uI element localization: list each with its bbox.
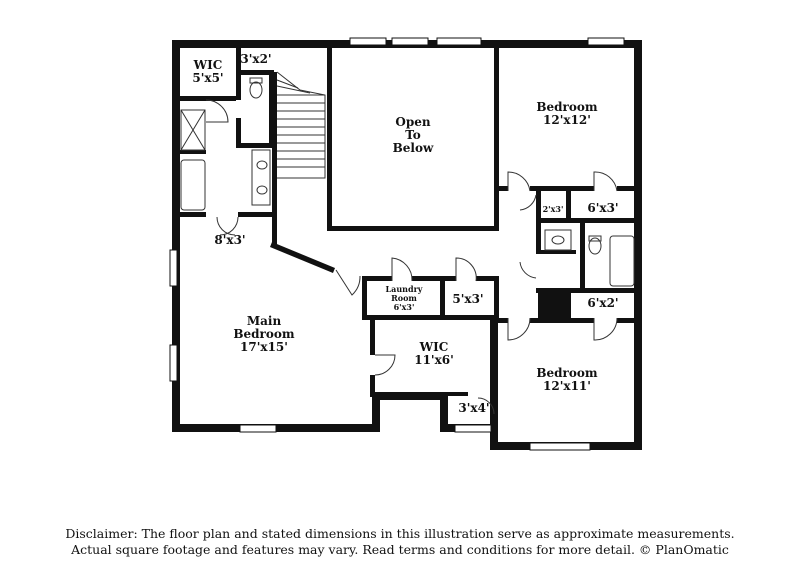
interior-walls [180,48,634,397]
room-closet-6x2: 6'x2' [587,296,618,310]
room-main-bedroom-size: 17'x15' [240,340,288,354]
room-main-bedroom-line1: Main [247,314,282,328]
room-bedroom-top-size: 12'x12' [543,113,591,127]
bathtub [180,159,206,211]
floor-plan: WIC 5'x5' 3'x2' Open To Below Bedroom 12… [169,37,642,451]
room-laundry-line2: Room [391,293,417,303]
room-laundry-size: 6'x3' [394,302,415,312]
room-bedroom-top-name: Bedroom [536,100,597,114]
room-bedroom-bottom-size: 12'x11' [543,379,591,393]
room-labels: WIC 5'x5' 3'x2' Open To Below Bedroom 12… [192,52,618,415]
room-wic-top-size: 5'x5' [192,71,223,85]
room-laundry-line1: Laundry [386,284,423,294]
room-bedroom-bottom-name: Bedroom [536,366,597,380]
vanity [251,149,271,206]
room-hall-8x3: 8'x3' [214,233,245,247]
room-main-bedroom-line2: Bedroom [233,327,294,341]
fixtures [180,71,635,287]
bathtub-right [609,235,635,287]
vanity-right [544,229,572,251]
room-closet-2x3: 2'x3' [543,204,564,214]
room-wic-main-name: WIC [419,340,449,354]
disclaimer-line-2: Actual square footage and features may v… [71,542,729,557]
doors [205,99,618,415]
room-wic-main-size: 11'x6' [414,353,454,367]
room-wic-top-name: WIC [193,58,223,72]
room-closet-6x3: 6'x3' [587,201,618,215]
toilet-right [588,237,602,255]
room-closet-3x2: 3'x2' [240,52,271,66]
shower [180,109,206,151]
toilet [249,81,263,99]
room-closet-5x3: 5'x3' [452,292,483,306]
room-closet-3x4: 3'x4' [458,401,489,415]
disclaimer-line-1: Disclaimer: The floor plan and stated di… [65,526,735,541]
room-open-line2: To [405,128,421,142]
room-open-line3: Below [393,141,434,155]
staircase [276,71,326,179]
room-open-line1: Open [395,115,430,129]
windows [169,37,625,451]
